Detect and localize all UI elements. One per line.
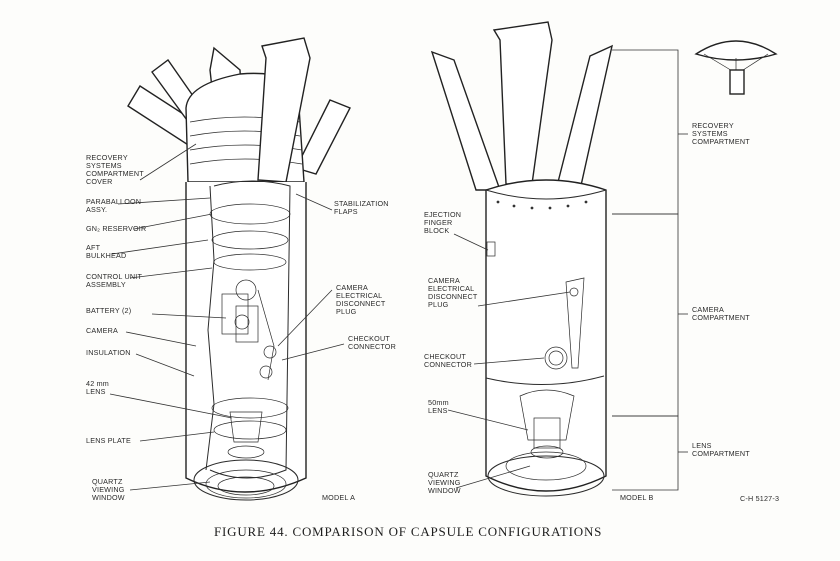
label-camera-plug-b: CAMERA ELECTRICAL DISCONNECT PLUG: [428, 276, 480, 309]
label-lens-compartment: LENS COMPARTMENT: [692, 441, 750, 458]
model-b-leaders: [447, 233, 571, 489]
label-quartz-window-a: QUARTZ VIEWING WINDOW: [92, 477, 127, 502]
compartment-brackets: [612, 49, 688, 491]
label-battery: BATTERY (2): [86, 306, 131, 315]
figure-caption: FIGURE 44. COMPARISON OF CAPSULE CONFIGU…: [214, 524, 602, 539]
model-a-labels: RECOVERY SYSTEMS COMPARTMENT COVER PARAB…: [86, 153, 146, 502]
model-b-front-flap: [492, 21, 553, 185]
label-camera-compartment: CAMERA COMPARTMENT: [692, 305, 750, 322]
label-ejection-finger: EJECTION FINGER BLOCK: [424, 210, 463, 235]
model-a-drawing: [127, 37, 351, 501]
label-camera-plug-a: CAMERA ELECTRICAL DISCONNECT PLUG: [336, 283, 388, 316]
label-quartz-window-b: QUARTZ VIEWING WINDOW: [428, 470, 463, 495]
label-lens-plate: LENS PLATE: [86, 436, 131, 445]
label-gn2-reservoir: GN₂ RESERVOIR: [86, 224, 146, 233]
model-b-rear-flap-right: [555, 44, 613, 191]
checkout-connector: [544, 346, 568, 370]
model-b-labels: EJECTION FINGER BLOCK CAMERA ELECTRICAL …: [424, 210, 480, 495]
model-b-rivets: [496, 200, 588, 210]
label-recovery-cover: RECOVERY SYSTEMS COMPARTMENT COVER: [86, 153, 146, 186]
label-paraballoon: PARABALLOON ASSY.: [86, 197, 143, 214]
label-camera-a: CAMERA: [86, 326, 118, 335]
model-b-body: [485, 179, 607, 492]
model-b-name: MODEL B: [620, 493, 653, 502]
label-checkout-b: CHECKOUT CONNECTOR: [424, 352, 472, 369]
paraballoon-inset: [694, 40, 778, 95]
ejection-finger-block: [486, 241, 496, 257]
figure-code: C-H 5127-3: [740, 494, 779, 503]
label-checkout-a: CHECKOUT CONNECTOR: [348, 334, 396, 351]
label-insulation: INSULATION: [86, 348, 131, 357]
label-aft-bulkhead: AFT BULKHEAD: [86, 243, 126, 260]
label-recovery-compartment: RECOVERY SYSTEMS COMPARTMENT: [692, 121, 750, 146]
label-stabilization-flaps: STABILIZATION FLAPS: [334, 199, 391, 216]
label-50mm-lens: 50mm LENS: [428, 398, 451, 415]
model-b-drawing: [430, 21, 613, 497]
model-a-leaders: [109, 143, 345, 491]
model-b-rear-flap-left: [430, 50, 501, 191]
label-42mm-lens: 42 mm LENS: [86, 379, 111, 396]
label-control-unit: CONTROL UNIT ASSEMBLY: [86, 272, 144, 289]
model-a-right-labels: STABILIZATION FLAPS CAMERA ELECTRICAL DI…: [334, 199, 396, 351]
camera-disconnect-plug: [565, 277, 585, 369]
model-a-name: MODEL A: [322, 493, 355, 502]
compartment-labels: RECOVERY SYSTEMS COMPARTMENT CAMERA COMP…: [692, 121, 750, 458]
